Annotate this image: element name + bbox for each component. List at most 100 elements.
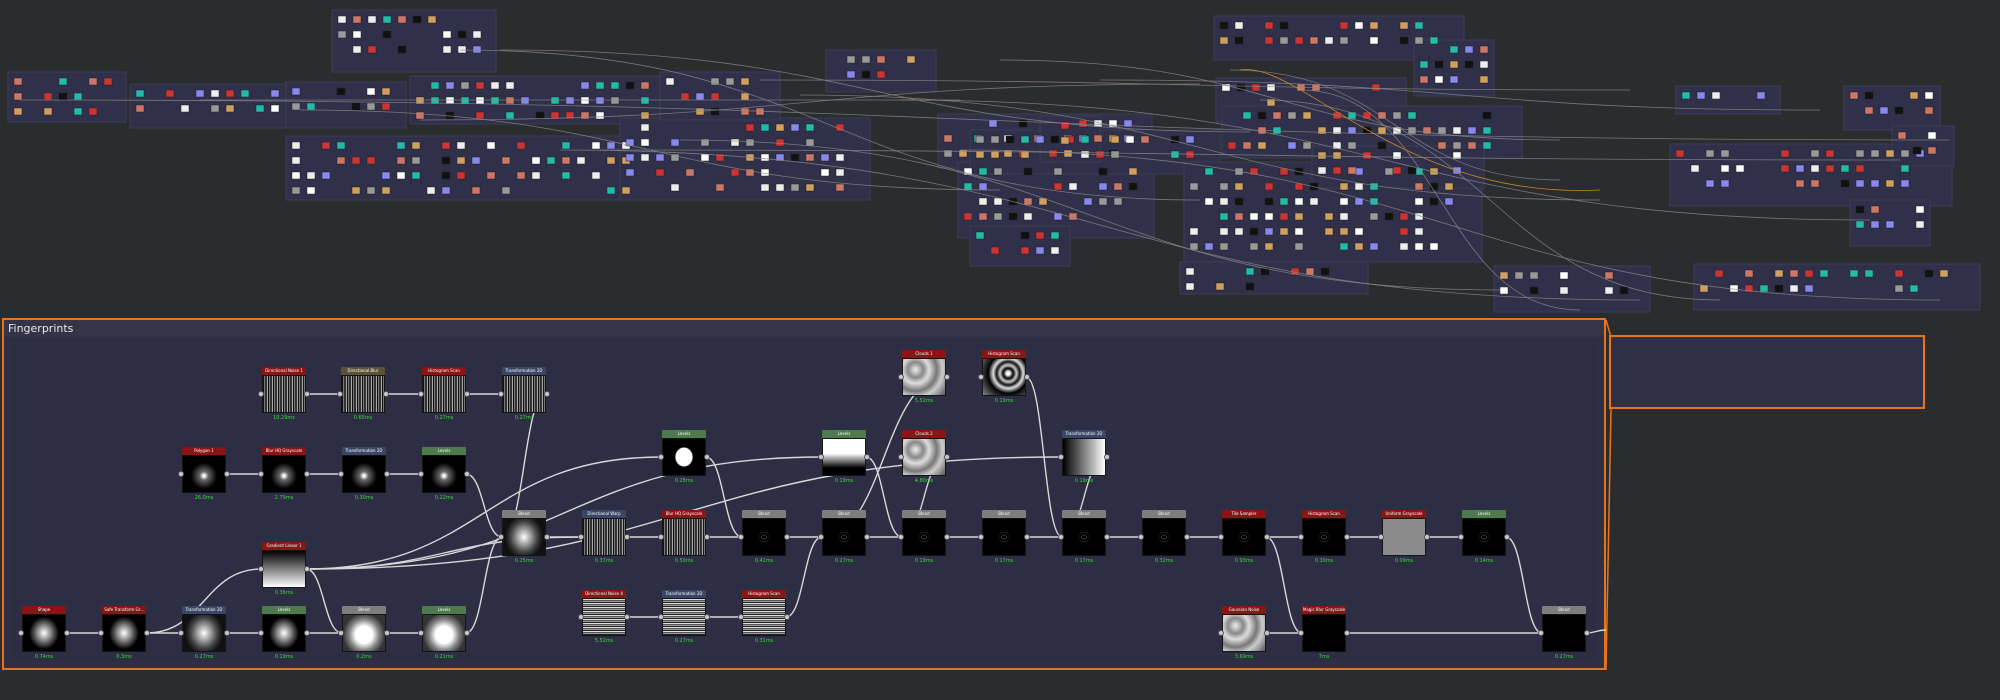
mini-node[interactable] [1189,227,1199,236]
mini-node[interactable] [1369,242,1379,251]
input-port[interactable] [1058,454,1064,460]
mini-node[interactable] [460,96,470,105]
mini-node[interactable] [1083,197,1093,206]
mini-node[interactable] [381,171,391,180]
mini-node[interactable] [680,92,690,101]
mini-node[interactable] [441,171,451,180]
mini-node[interactable] [1110,135,1120,144]
mini-node[interactable] [1332,126,1342,135]
mini-node[interactable] [775,138,785,147]
mini-node[interactable] [456,156,466,165]
input-port[interactable] [258,566,264,572]
mini-node[interactable] [790,123,800,132]
mini-node[interactable] [1324,36,1334,45]
mini-node[interactable] [988,119,998,128]
mini-node[interactable] [700,138,710,147]
mini-node[interactable] [225,104,235,113]
mini-node[interactable] [1023,167,1033,176]
mini-node[interactable] [710,107,720,116]
mini-node[interactable] [441,141,451,150]
output-port[interactable] [304,630,310,636]
mini-node[interactable] [1189,182,1199,191]
mini-node[interactable] [975,135,985,144]
mini-node[interactable] [442,30,452,39]
output-port[interactable] [1344,630,1350,636]
mini-node[interactable] [906,55,916,64]
mini-node[interactable] [1249,212,1259,221]
mini-node[interactable] [1429,167,1439,176]
mini-node[interactable] [490,81,500,90]
mini-node[interactable] [336,87,346,96]
output-port[interactable] [1024,374,1030,380]
mini-node[interactable] [516,141,526,150]
mini-node[interactable] [1245,267,1255,276]
output-port[interactable] [224,630,230,636]
mini-node[interactable] [740,92,750,101]
mini-node[interactable] [1294,212,1304,221]
mini-node[interactable] [73,92,83,101]
mini-node[interactable] [775,123,785,132]
output-port[interactable] [624,534,630,540]
mini-node[interactable] [550,96,560,105]
mini-node[interactable] [550,111,560,120]
mini-node[interactable] [730,138,740,147]
mini-node[interactable] [1434,75,1444,84]
output-port[interactable] [544,534,550,540]
mini-node[interactable] [1339,197,1349,206]
mini-node[interactable] [1720,149,1730,158]
mini-node[interactable] [1294,36,1304,45]
mini-node[interactable] [1414,182,1424,191]
mini-node[interactable] [1377,141,1387,150]
mini-node[interactable] [1927,146,1937,155]
input-port[interactable] [658,454,664,460]
mini-node[interactable] [1399,212,1409,221]
output-port[interactable] [624,614,630,620]
input-port[interactable] [498,534,504,540]
mini-node[interactable] [1735,164,1745,173]
mini-node[interactable] [1008,212,1018,221]
output-port[interactable] [304,566,310,572]
mini-node[interactable] [565,96,575,105]
mini-node[interactable] [595,111,605,120]
mini-node[interactable] [472,45,482,54]
mini-node[interactable] [1317,126,1327,135]
output-port[interactable] [784,534,790,540]
mini-node[interactable] [990,150,1000,159]
mini-node[interactable] [457,30,467,39]
mini-node[interactable] [1266,98,1276,107]
mini-node[interactable] [1414,21,1424,30]
input-port[interactable] [1298,630,1304,636]
mini-node[interactable] [760,168,770,177]
mini-node[interactable] [835,183,845,192]
mini-node[interactable] [505,81,515,90]
mini-node[interactable] [1744,284,1754,293]
mini-node[interactable] [1266,83,1276,92]
output-port[interactable] [704,614,710,620]
mini-node[interactable] [1900,164,1910,173]
mini-node[interactable] [1529,271,1539,280]
mini-node[interactable] [580,111,590,120]
output-port[interactable] [704,534,710,540]
mini-node[interactable] [240,89,250,98]
mini-node[interactable] [1035,231,1045,240]
mini-node[interactable] [1927,131,1937,140]
mini-node[interactable] [1023,212,1033,221]
mini-node[interactable] [1287,111,1297,120]
mini-node[interactable] [291,102,301,111]
input-port[interactable] [658,614,664,620]
mini-node[interactable] [1242,141,1252,150]
mini-node[interactable] [1604,271,1614,280]
mini-node[interactable] [1499,271,1509,280]
mini-node[interactable] [561,171,571,180]
mini-node[interactable] [486,141,496,150]
mini-node[interactable] [1900,149,1910,158]
mini-node[interactable] [1339,212,1349,221]
